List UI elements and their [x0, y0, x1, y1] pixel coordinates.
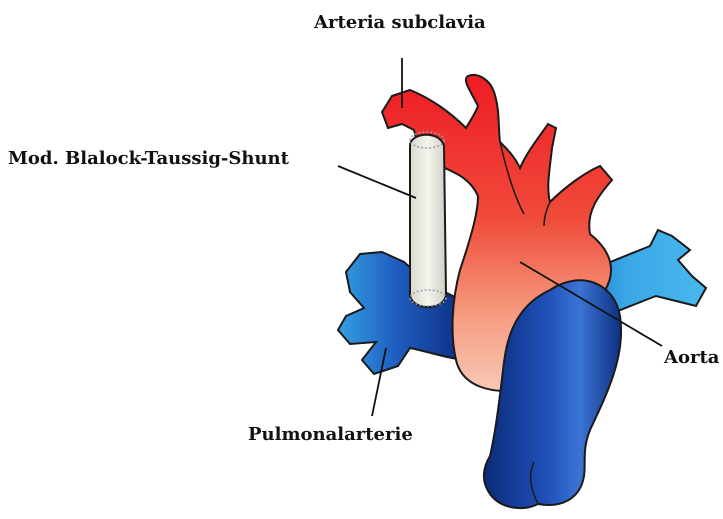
- label-pulmonalarterie: Pulmonalarterie: [248, 426, 413, 444]
- left-pulmonary-branch: [338, 252, 470, 374]
- blalock-taussig-shunt-graft: [410, 135, 446, 307]
- leader-line-shunt: [338, 166, 416, 198]
- label-shunt: Mod. Blalock-Taussig-Shunt: [8, 150, 289, 168]
- label-arteria-subclavia: Arteria subclavia: [314, 14, 486, 32]
- label-aorta: Aorta: [664, 349, 719, 367]
